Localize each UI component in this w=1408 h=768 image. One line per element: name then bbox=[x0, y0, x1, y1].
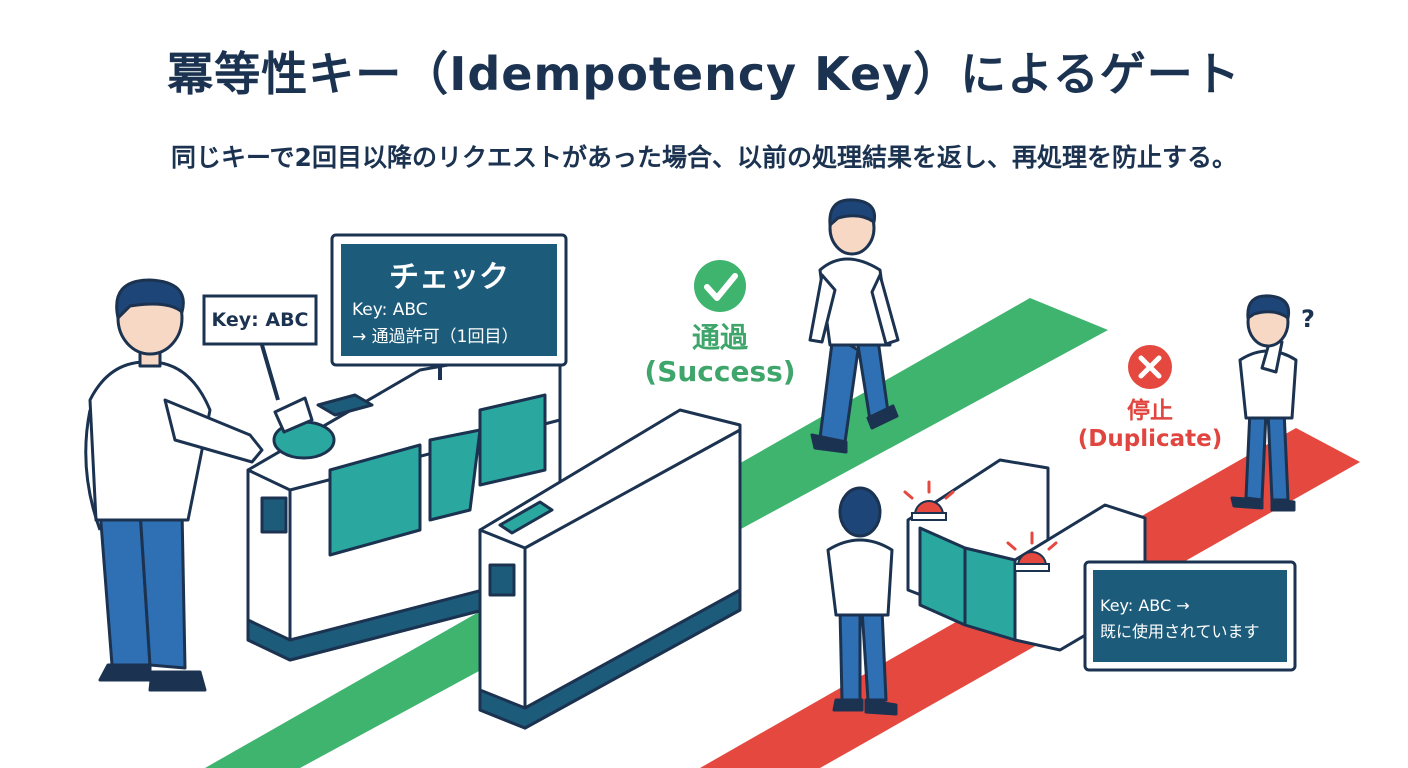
person-user bbox=[84, 278, 314, 692]
left-gate bbox=[246, 343, 562, 662]
person-blocked bbox=[826, 486, 898, 716]
check-screen-result: → 通過許可（1回目） bbox=[352, 327, 519, 347]
person-walking bbox=[808, 198, 900, 454]
middle-gate bbox=[478, 408, 742, 730]
page-title: 冪等性キー（Idempotency Key）によるゲート bbox=[167, 47, 1241, 101]
check-screen-key: Key: ABC bbox=[352, 300, 428, 320]
duplicate-screen-message: 既に使用されています bbox=[1100, 622, 1260, 641]
person-thinking bbox=[1230, 294, 1298, 512]
alarm-rays bbox=[903, 480, 1058, 551]
duplicate-screen bbox=[1093, 570, 1287, 662]
alarm-light-icon bbox=[911, 500, 1050, 572]
page-subtitle: 同じキーで2回目以降のリクエストがあった場合、以前の処理結果を返し、再処理を防止… bbox=[171, 143, 1237, 172]
check-icon bbox=[694, 260, 746, 312]
key-sign bbox=[202, 294, 318, 346]
success-sublabel: (Success) bbox=[644, 355, 796, 388]
check-screen bbox=[341, 244, 557, 356]
duplicate-sublabel: (Duplicate) bbox=[1077, 426, 1223, 452]
check-screen-title: チェック bbox=[389, 260, 509, 295]
question-mark-icon: ? bbox=[1301, 305, 1315, 333]
duplicate-label: 停止 bbox=[1127, 398, 1173, 424]
success-label: 通過 bbox=[691, 321, 748, 354]
duplicate-screen-key: Key: ABC → bbox=[1100, 596, 1190, 615]
key-sign-text: Key: ABC bbox=[211, 309, 309, 331]
